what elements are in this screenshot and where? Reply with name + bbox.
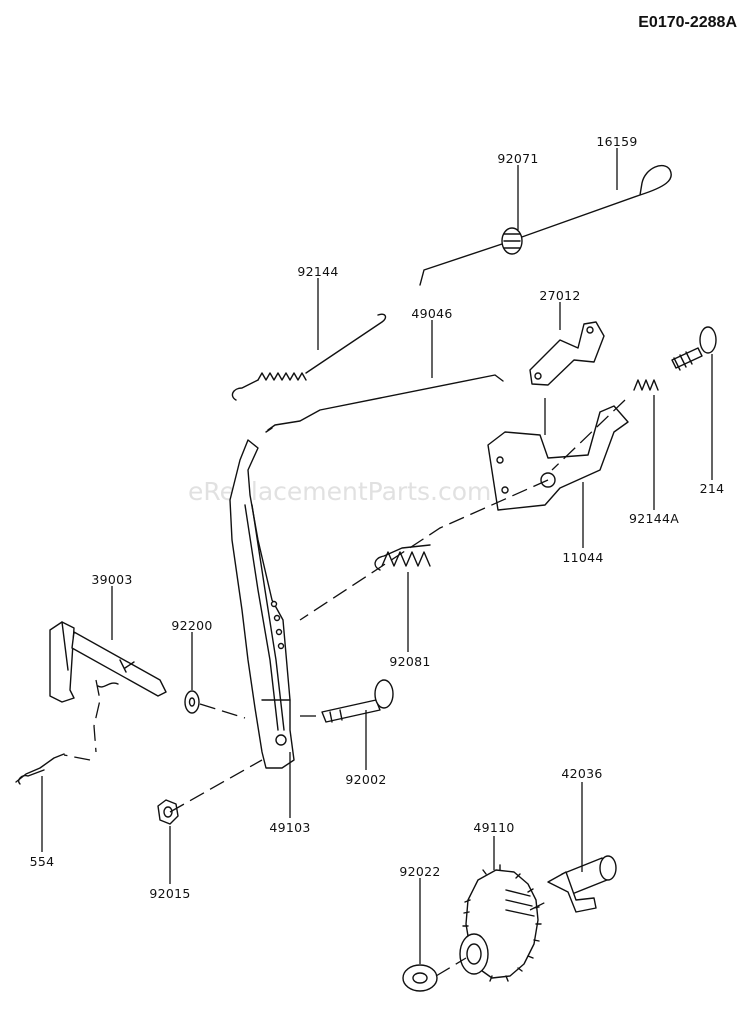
label-92144a: 92144A	[629, 511, 679, 526]
label-92071: 92071	[497, 151, 538, 166]
shaft-39003	[49, 621, 167, 703]
label-11044: 11044	[562, 550, 603, 565]
label-49046: 49046	[411, 306, 452, 321]
label-42036: 42036	[561, 766, 602, 781]
washer-92200	[184, 690, 200, 714]
label-92144: 92144	[297, 264, 338, 279]
cable-16159	[419, 165, 672, 286]
pin-554	[15, 753, 65, 785]
lever-49103	[229, 439, 295, 769]
rod-49046	[265, 374, 504, 433]
label-92200: 92200	[171, 618, 212, 633]
label-16159: 16159	[596, 134, 637, 149]
label-92002: 92002	[345, 772, 386, 787]
nut-92015	[157, 799, 179, 825]
label-92022: 92022	[399, 864, 440, 879]
part-labels: 16159 92071 92144 49046 27012 214 92144A…	[30, 134, 725, 901]
spring-92144a	[633, 379, 659, 391]
bracket-27012	[529, 321, 605, 386]
label-92015: 92015	[149, 886, 190, 901]
spring-92081	[374, 544, 431, 571]
label-27012: 27012	[539, 288, 580, 303]
leader-lines	[41, 148, 713, 964]
diagram-code: E0170-2288A	[638, 14, 737, 31]
label-39003: 39003	[91, 572, 132, 587]
washer-92022	[402, 964, 438, 992]
label-92081: 92081	[389, 654, 430, 669]
bracket-11044	[487, 398, 629, 511]
label-49103: 49103	[269, 820, 310, 835]
assembly-axes	[63, 399, 626, 977]
bolt-214	[671, 326, 717, 371]
clamp-92071	[501, 227, 523, 255]
label-554: 554	[30, 854, 55, 869]
gear-49110	[459, 864, 542, 982]
shaft-42036	[547, 855, 617, 913]
bolt-92002	[321, 679, 394, 723]
label-214: 214	[700, 481, 725, 496]
spring-92144	[231, 313, 387, 401]
label-49110: 49110	[473, 820, 514, 835]
